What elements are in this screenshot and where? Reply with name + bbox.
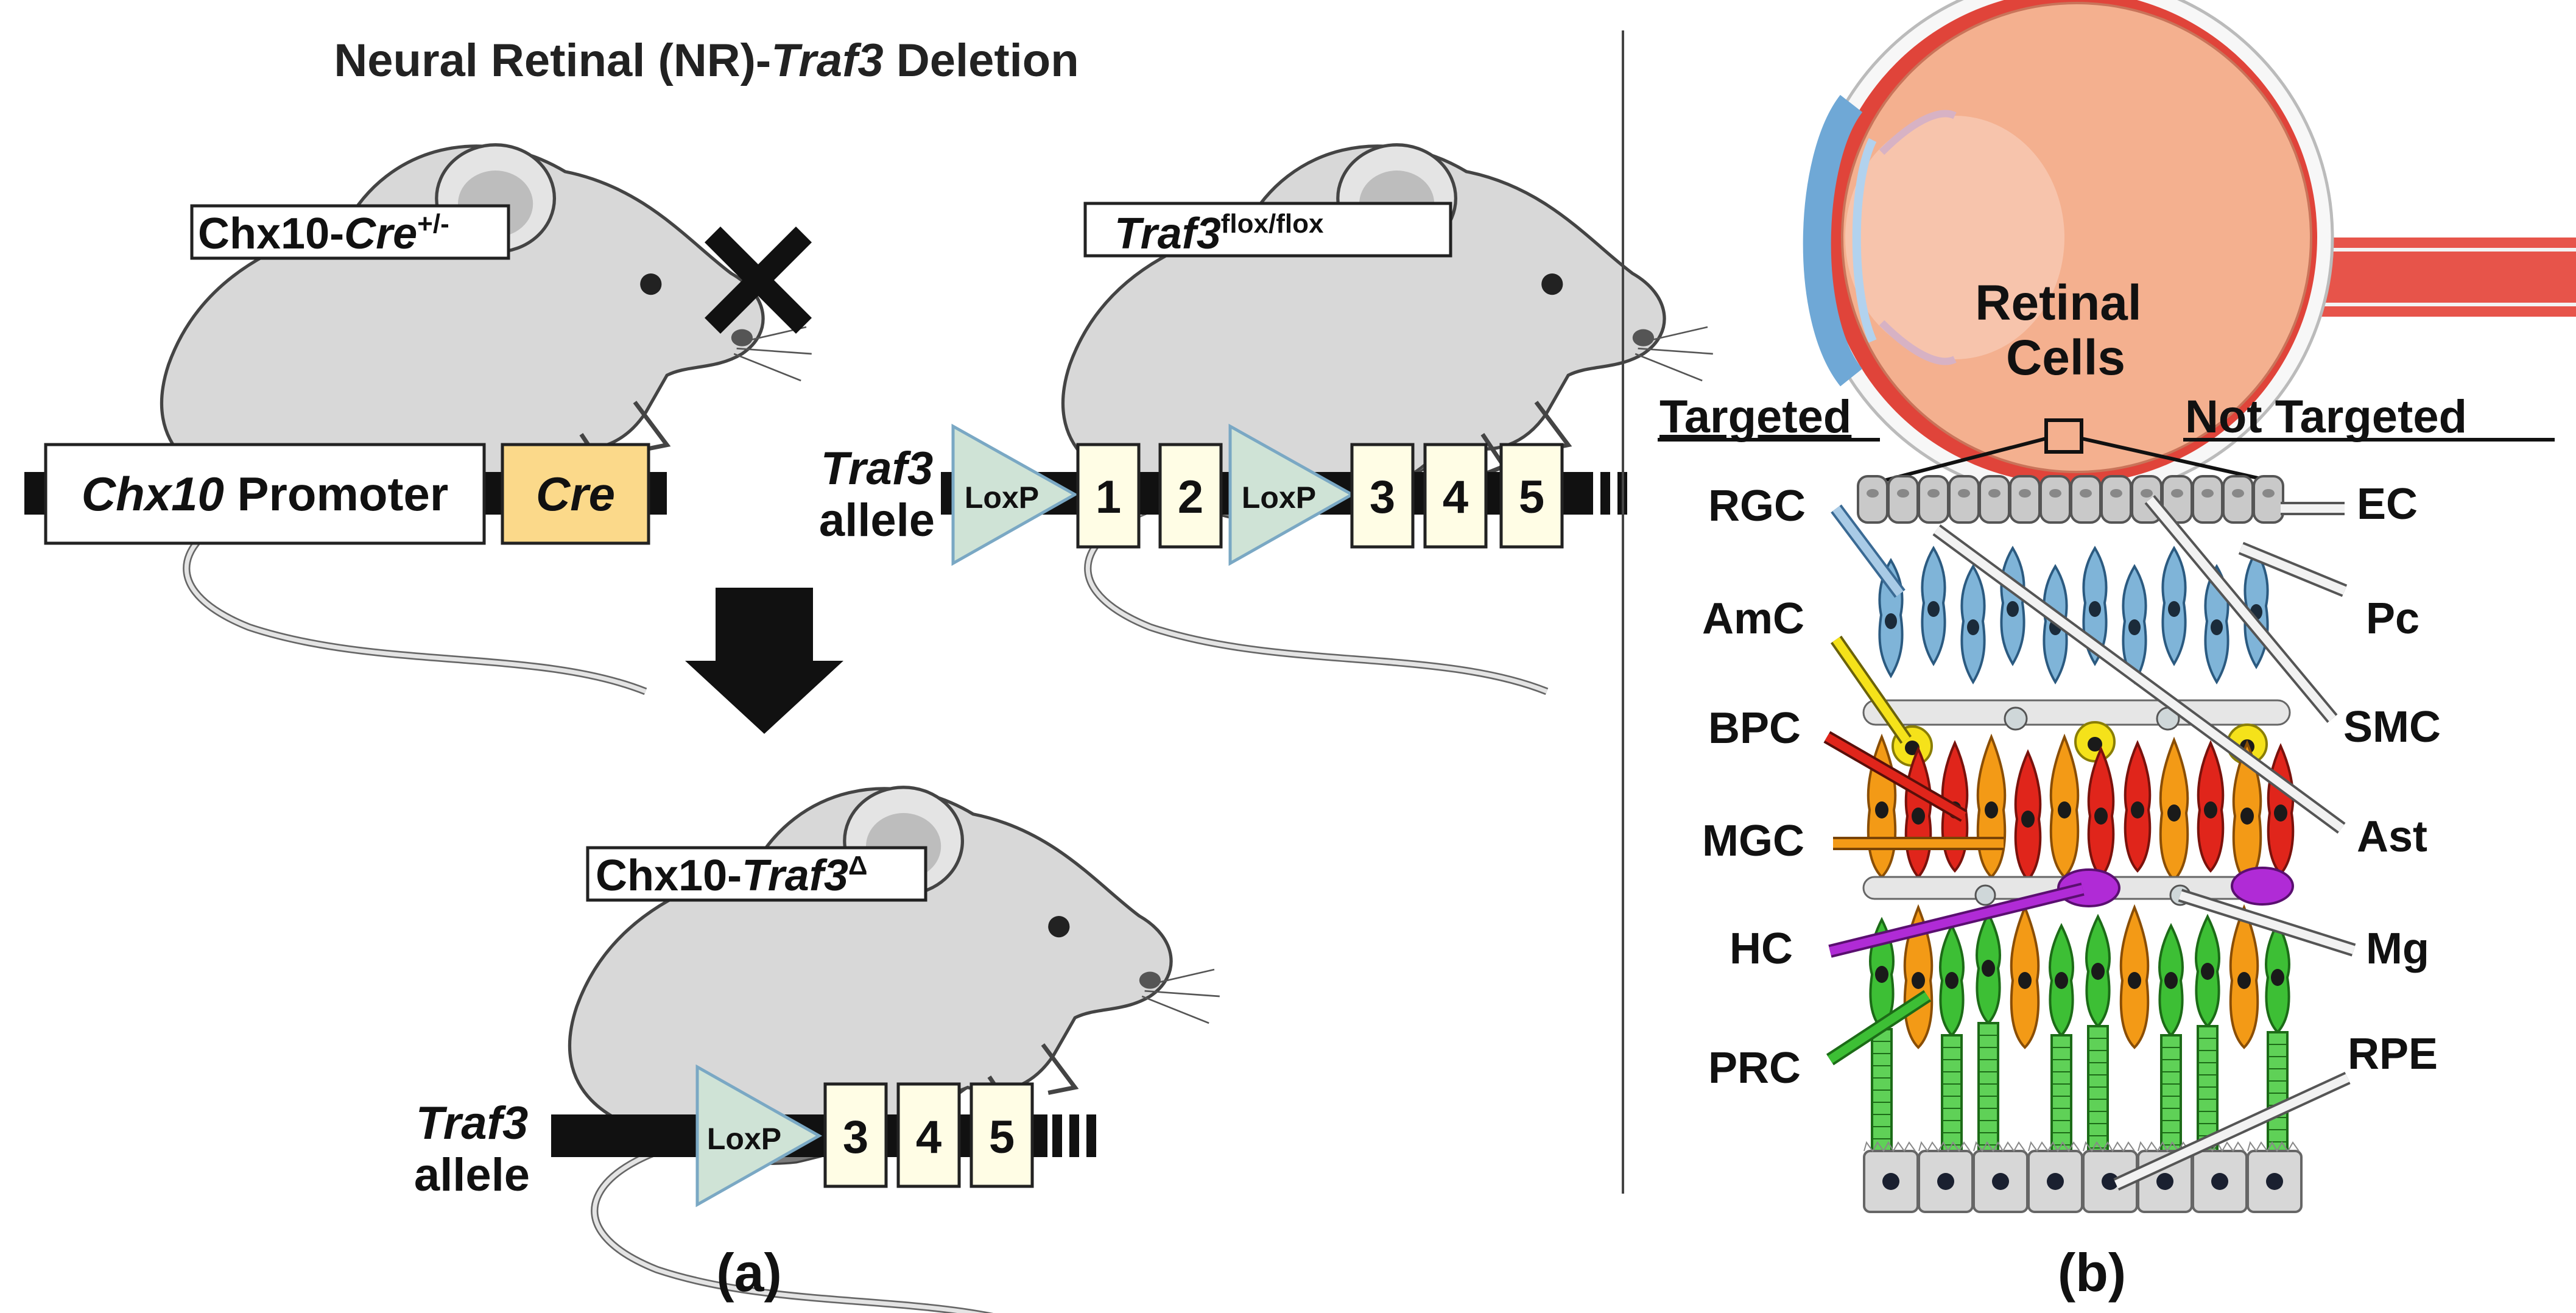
magnify-box	[2044, 418, 2083, 454]
loxp-label-1: LoxP	[965, 480, 1039, 515]
deleted-allele-construct: Traf3 allele LoxP 3 4 5	[414, 1064, 1096, 1208]
label-mg: Mg	[2366, 924, 2429, 973]
cross-icon	[705, 227, 812, 334]
label-rpe: RPE	[2348, 1030, 2438, 1079]
promoter-construct: Chx10 Promoter Cre	[24, 443, 667, 545]
exon-5-label: 5	[1519, 471, 1544, 523]
targeted-header: Targeted	[1659, 391, 1851, 443]
label-bpc: BPC	[1708, 704, 1801, 753]
exon-2	[1158, 443, 1223, 549]
chx10-promoter-box	[44, 443, 486, 545]
loxp-site-1	[951, 423, 1079, 566]
exon-4-label: 4	[1443, 471, 1468, 523]
exon-5	[1499, 443, 1564, 549]
label-prc: PRC	[1708, 1044, 1801, 1093]
loxp-site-remaining	[695, 1064, 823, 1208]
exon-1	[1076, 443, 1141, 549]
deleted-exon-4	[896, 1082, 961, 1188]
mouse2-label-box	[1083, 202, 1452, 258]
cre-box	[501, 443, 650, 545]
label-pc: Pc	[2366, 594, 2419, 643]
deleted-allele-word-label: allele	[414, 1149, 530, 1201]
panel-b: Retinal Cells Targeted Not Targeted	[1658, 0, 2576, 1303]
allele-gene-label: Traf3	[821, 443, 933, 495]
panel-b-label: (b)	[2058, 1242, 2126, 1303]
deleted-exon-5	[970, 1082, 1034, 1188]
not-targeted-header: Not Targeted	[2185, 391, 2467, 443]
mouse2-label: Traf3flox/flox	[1114, 209, 1324, 258]
loxp-label-2: LoxP	[1242, 480, 1316, 515]
label-ast: Ast	[2357, 812, 2427, 861]
deleted-allele-gene-label: Traf3	[416, 1097, 528, 1149]
down-arrow-icon	[685, 588, 843, 734]
exon-2-label: 2	[1178, 471, 1203, 523]
exon-3-label: 3	[1370, 471, 1395, 523]
retinal-cells-line2: Cells	[2006, 330, 2125, 385]
mouse3-label: Chx10-Traf3Δ	[596, 851, 867, 900]
exon-3	[1350, 443, 1415, 549]
cre-label: Cre	[536, 467, 615, 521]
panel-a-title: Neural Retinal (NR)-Traf3 Deletion	[334, 35, 1079, 86]
deleted-exon-5-label: 5	[989, 1111, 1015, 1163]
panel-a: Neural Retinal (NR)-Traf3 Deletion Chx10…	[24, 35, 1713, 1313]
chx10-promoter-label: Chx10 Promoter	[82, 467, 449, 521]
targeted-labels: RGC AmC BPC MGC HC PRC	[1702, 482, 2085, 1093]
exon-4	[1423, 443, 1488, 549]
deleted-exon-3-label: 3	[843, 1111, 868, 1163]
exon-1-label: 1	[1096, 471, 1121, 523]
label-ec: EC	[2357, 480, 2418, 529]
bipolar-muller-layer	[1867, 736, 2295, 884]
loxp-site-2	[1228, 423, 1356, 566]
allele-word-label: allele	[819, 495, 935, 546]
label-smc: SMC	[2343, 703, 2441, 752]
label-mgc: MGC	[1702, 817, 1804, 865]
mouse3-label-box	[586, 846, 927, 902]
label-amc: AmC	[1702, 594, 1804, 643]
deleted-exon-4-label: 4	[916, 1111, 941, 1163]
loxp-label-3: LoxP	[707, 1122, 781, 1156]
photoreceptor-layer	[1869, 906, 2290, 1164]
not-targeted-labels: EC Pc SMC Ast Mg RPE	[1932, 480, 2441, 1191]
mouse1-label: Chx10-Cre+/-	[198, 209, 449, 258]
rpe-layer	[1863, 1141, 2303, 1213]
deleted-exon-3	[823, 1082, 888, 1188]
floxed-allele-construct: Traf3 allele LoxP 1 2 LoxP 3 4 5	[819, 423, 1627, 566]
mouse1-label-box	[190, 204, 510, 260]
label-rgc: RGC	[1708, 482, 1806, 530]
retinal-cells-line1: Retinal	[1975, 275, 2141, 331]
endothelial-layer	[1857, 475, 2284, 524]
label-hc: HC	[1730, 924, 1793, 973]
eye-illustration	[1803, 0, 2576, 501]
panel-a-label: (a)	[716, 1242, 782, 1303]
glia-cells	[1974, 706, 2191, 906]
